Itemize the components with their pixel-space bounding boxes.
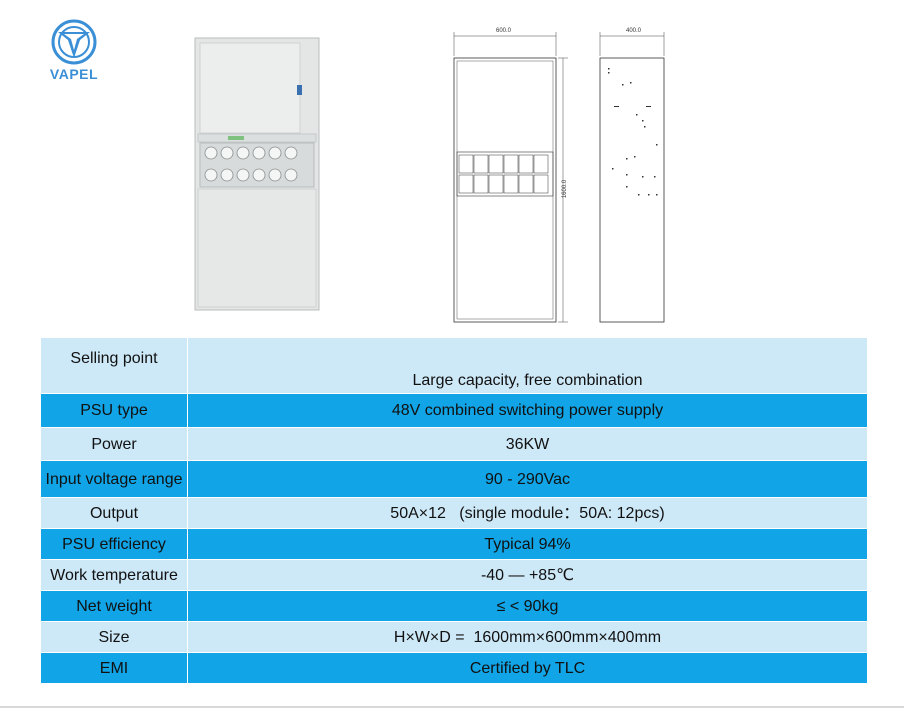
brand-logo: VAPEL	[44, 18, 104, 84]
spec-value-output: 50A×12 (single module：50A: 12pcs)	[187, 497, 868, 529]
spec-value-size: H×W×D = 1600mm×600mm×400mm	[187, 621, 868, 653]
table-row: PSU efficiency Typical 94%	[40, 528, 868, 560]
spec-value-efficiency: Typical 94%	[187, 528, 868, 560]
product-cabinet-photo	[194, 37, 320, 311]
table-row: Size H×W×D = 1600mm×600mm×400mm	[40, 621, 868, 653]
spec-value-selling-point: Large capacity, free combination	[187, 337, 868, 394]
spec-value-net-weight: ≤ < 90kg	[187, 590, 868, 622]
side-view-drawing: 400.0	[596, 26, 668, 328]
spec-label-selling-point: Selling point	[40, 337, 188, 394]
spec-value-emi: Certified by TLC	[187, 652, 868, 684]
table-row: EMI Certified by TLC	[40, 652, 868, 684]
spec-value-psu-type: 48V combined switching power supply	[187, 393, 868, 428]
spec-label-efficiency: PSU efficiency	[40, 528, 188, 560]
spec-value-input-voltage: 90 - 290Vac	[187, 460, 868, 498]
depth-dimension: 400.0	[626, 28, 642, 34]
bottom-divider	[0, 706, 904, 708]
width-dimension: 600.0	[496, 28, 512, 34]
table-row: Selling point Large capacity, free combi…	[40, 337, 868, 394]
height-dimension: 1600.0	[562, 179, 569, 199]
spec-label-work-temperature: Work temperature	[40, 559, 188, 591]
specifications-table: Selling point Large capacity, free combi…	[40, 337, 868, 684]
spec-value-power: 36KW	[187, 427, 868, 461]
table-row: Power 36KW	[40, 427, 868, 461]
table-row: Work temperature -40 — +85℃	[40, 559, 868, 591]
spec-label-net-weight: Net weight	[40, 590, 188, 622]
table-row: Net weight ≤ < 90kg	[40, 590, 868, 622]
spec-label-input-voltage: Input voltage range	[40, 460, 188, 498]
spec-label-psu-type: PSU type	[40, 393, 188, 428]
table-row: Input voltage range 90 - 290Vac	[40, 460, 868, 498]
spec-label-emi: EMI	[40, 652, 188, 684]
brand-name: VAPEL	[49, 66, 99, 82]
brand-emblem-icon	[51, 19, 97, 65]
table-row: Output 50A×12 (single module：50A: 12pcs)	[40, 497, 868, 529]
spec-value-work-temperature: -40 — +85℃	[187, 559, 868, 591]
table-row: PSU type 48V combined switching power su…	[40, 393, 868, 428]
spec-label-size: Size	[40, 621, 188, 653]
spec-label-power: Power	[40, 427, 188, 461]
front-view-drawing: 600.0 1600.0	[448, 26, 573, 328]
spec-label-output: Output	[40, 497, 188, 529]
